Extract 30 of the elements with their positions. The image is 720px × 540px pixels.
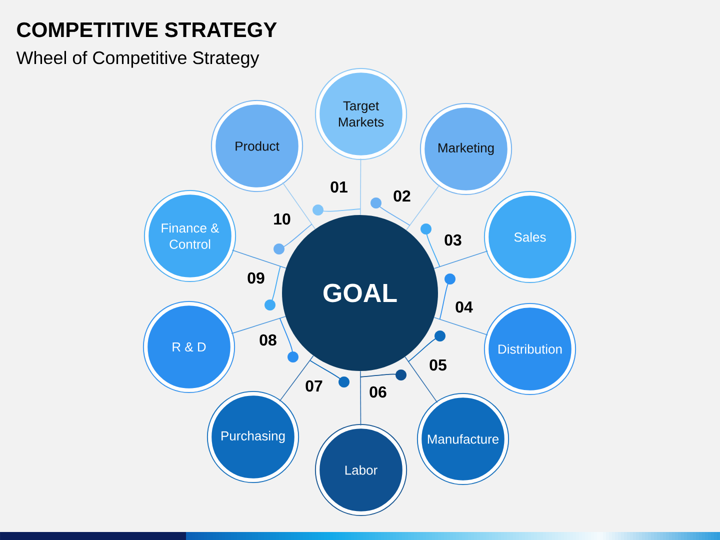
circle-node: Sales xyxy=(484,190,576,284)
step-number: 01 xyxy=(330,181,348,193)
step-number: 04 xyxy=(456,301,473,313)
circle-node: Manufacture xyxy=(416,392,510,486)
circle-node: Purchasing xyxy=(206,390,300,484)
step-number: 06 xyxy=(370,386,386,398)
step-number: 02 xyxy=(394,190,410,202)
circle-node: Marketing xyxy=(420,102,512,196)
connector-line xyxy=(406,184,440,230)
connector-line xyxy=(360,158,362,216)
connector-line xyxy=(282,182,316,230)
connector-line xyxy=(434,317,488,336)
title: COMPETITIVE STRATEGY xyxy=(17,22,277,38)
circle-node: Labor xyxy=(314,424,408,516)
connector-line xyxy=(279,355,314,402)
circle-node: R & D xyxy=(142,300,236,394)
circle-node: Product xyxy=(210,100,304,192)
connector-line xyxy=(360,370,362,426)
subtitle: Wheel of Competitive Strategy xyxy=(16,50,260,68)
step-number: 09 xyxy=(248,272,264,284)
connector-line xyxy=(434,250,488,269)
step-number: 03 xyxy=(444,234,462,246)
circle-node: Finance & Control xyxy=(144,190,236,282)
circle-node: Distribution xyxy=(484,302,576,396)
connector-line xyxy=(404,356,438,403)
step-number: 08 xyxy=(260,334,276,346)
connector-line xyxy=(232,250,286,269)
step-number: 07 xyxy=(306,380,322,392)
circle-node: Target Markets xyxy=(314,68,408,160)
connector-line xyxy=(231,316,286,334)
